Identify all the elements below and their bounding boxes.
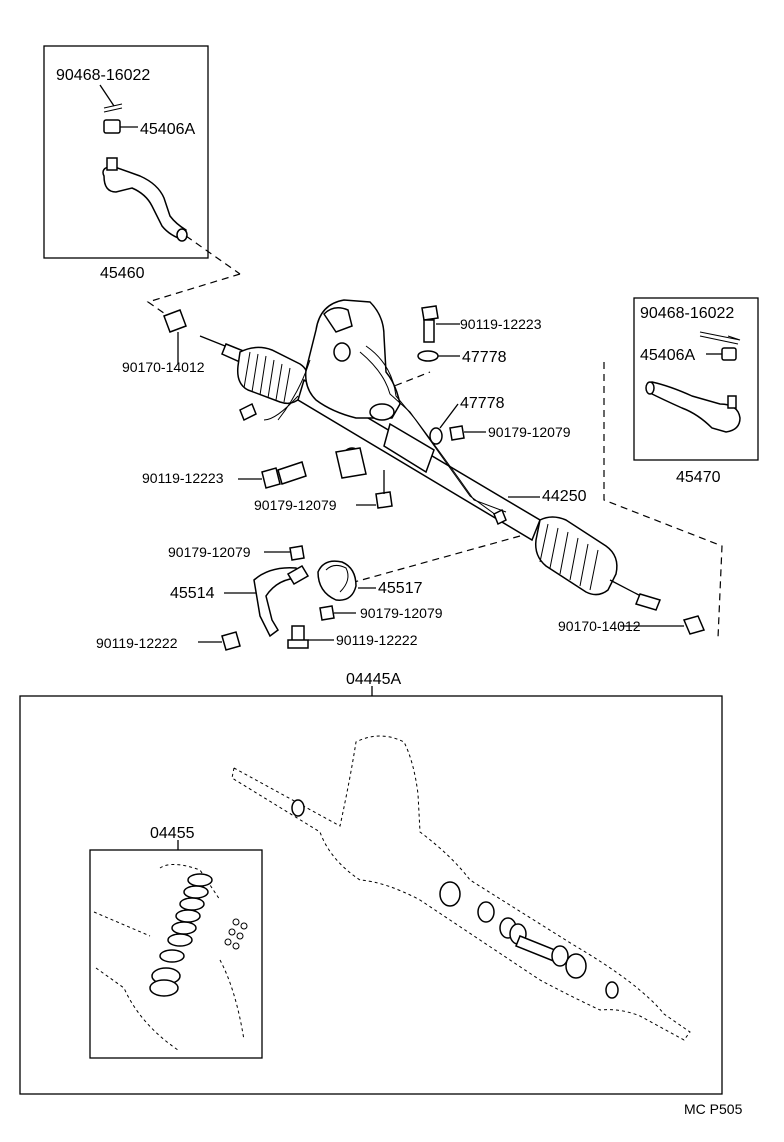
label-44250: 44250 (542, 488, 587, 505)
leader-dash-lines (146, 273, 723, 639)
label-45470: 45470 (676, 469, 721, 486)
label-90119-12222-left: 90119-12222 (96, 635, 178, 651)
label-45460: 45460 (100, 265, 145, 282)
lower-clamp-parts (198, 545, 684, 651)
label-90468-16022-left: 90468-16022 (56, 67, 150, 84)
right-tie-rod-end-inset (633, 297, 759, 461)
label-90179-12079-right: 90179-12079 (488, 424, 571, 440)
gasket-kit-box (19, 686, 723, 1095)
label-90179-12079-bottom: 90179-12079 (360, 605, 443, 621)
label-90468-16022-right: 90468-16022 (640, 305, 734, 322)
label-45517: 45517 (378, 580, 423, 597)
label-45514: 45514 (170, 585, 215, 602)
label-47778-a: 47778 (462, 349, 507, 366)
left-tie-rod-end-inset (43, 45, 241, 275)
label-04455: 04455 (150, 825, 195, 842)
seal-sub-kit-inset (89, 840, 263, 1059)
label-90119-12223-top: 90119-12223 (460, 316, 542, 332)
seal-rings (149, 873, 213, 997)
steering-rack-assembly (163, 299, 706, 635)
label-45406a-right: 45406A (640, 347, 695, 364)
label-90119-12222-right: 90119-12222 (336, 632, 418, 648)
label-90179-12079-low: 90179-12079 (168, 544, 251, 560)
label-90170-14012-right: 90170-14012 (558, 618, 641, 634)
label-45406a-left: 45406A (140, 121, 195, 138)
upper-fasteners (238, 305, 540, 509)
part-labels: 90468-16022 45406A 45460 90119-12223 477… (56, 67, 743, 1117)
label-04445a: 04445A (346, 671, 401, 688)
small-o-rings (224, 918, 248, 950)
label-47778-b: 47778 (460, 395, 505, 412)
label-90119-12223-left: 90119-12223 (142, 470, 224, 486)
diagram-code: MC P505 (684, 1101, 743, 1117)
label-90179-12079-mid: 90179-12079 (254, 497, 337, 513)
label-90170-14012-left: 90170-14012 (122, 359, 205, 375)
